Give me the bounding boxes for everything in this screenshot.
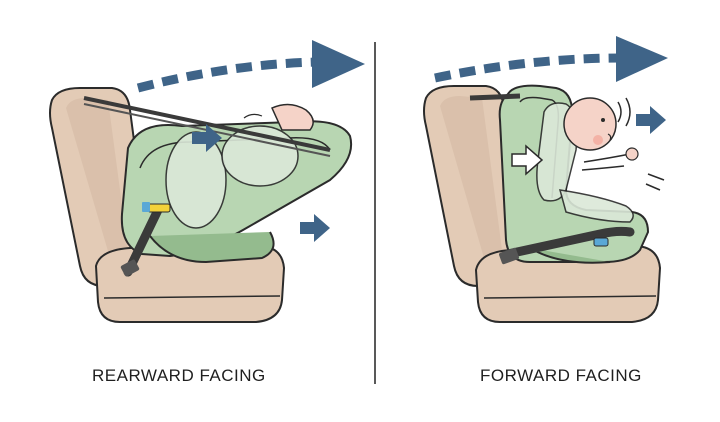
rearward-vehicle-seat-icon [49, 87, 286, 323]
forward-baby-icon [536, 97, 665, 223]
forward-seat-belt-icon [469, 93, 635, 265]
rearward-panel [49, 40, 365, 323]
forward-impact-arrow-icon [511, 144, 544, 176]
rearward-facing-caption: REARWARD FACING [92, 366, 266, 385]
rearward-momentum-arrow-icon [136, 40, 365, 93]
forward-momentum-arrow-icon [434, 36, 668, 83]
rearward-small-arrow-icon [300, 214, 330, 242]
forward-vehicle-seat-icon [423, 85, 662, 323]
forward-facing-caption: FORWARD FACING [480, 366, 642, 385]
forward-small-arrow-icon [636, 106, 666, 134]
forward-panel [423, 36, 668, 323]
rearward-impact-arrow-icon [192, 124, 222, 152]
